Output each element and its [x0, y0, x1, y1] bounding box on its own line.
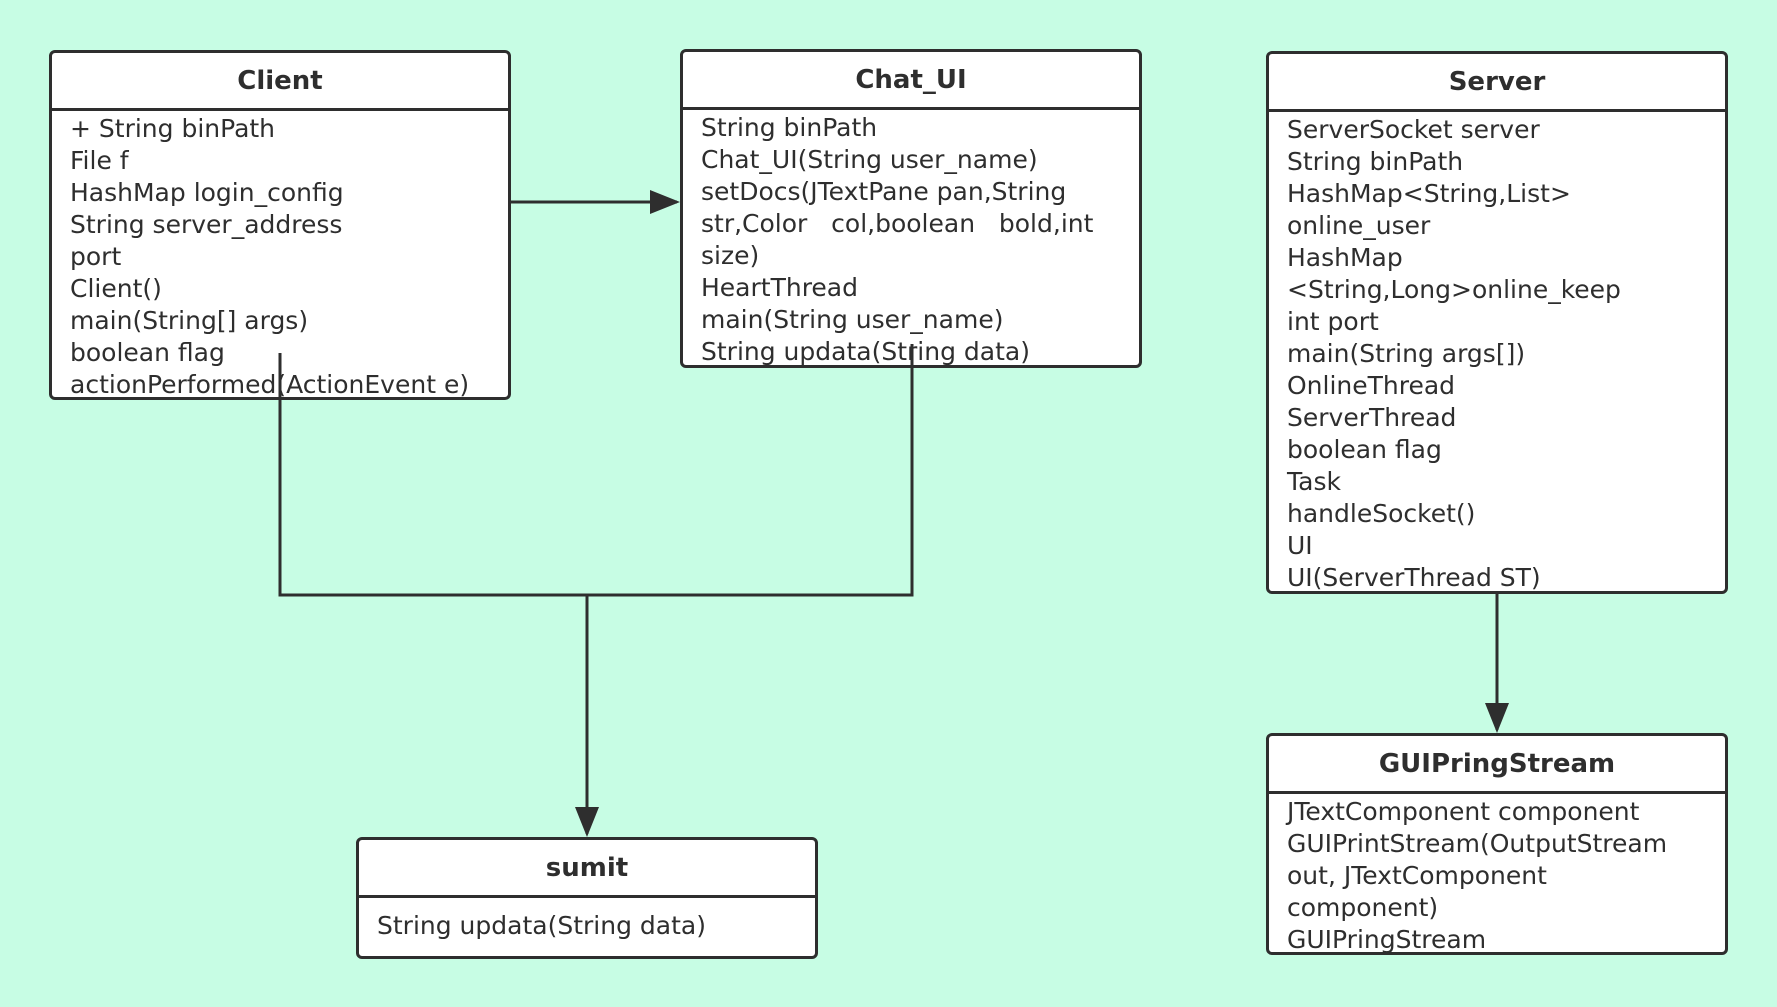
chat-ui-to-sumit-line [587, 344, 914, 597]
class-client[interactable]: Client + String binPath File f HashMap l… [49, 50, 511, 400]
class-member: HeartThread [701, 273, 858, 302]
class-member: port [70, 242, 122, 271]
class-member: String binPath [1287, 147, 1464, 176]
class-sumit-name: sumit [359, 840, 815, 898]
class-chat-ui-members: String binPath Chat_UI(String user_name)… [683, 110, 1139, 368]
class-member: main(String[] args) [70, 306, 309, 335]
class-member: Chat_UI(String user_name) [701, 145, 1038, 174]
class-member: + String binPath [70, 114, 276, 143]
class-chat-ui[interactable]: Chat_UI String binPath Chat_UI(String us… [680, 49, 1142, 368]
class-member: JTextComponent component [1287, 797, 1640, 826]
class-member: GUIPrintStream(OutputStream [1287, 829, 1668, 858]
class-member: HashMap<String,List> [1287, 179, 1571, 208]
class-member: Client() [70, 274, 162, 303]
class-member: OnlineThread [1287, 371, 1456, 400]
class-member: ServerThread [1287, 403, 1457, 432]
class-client-members: + String binPath File f HashMap login_co… [52, 111, 508, 401]
class-member: actionPerformed(ActionEvent e) [70, 370, 470, 399]
class-member: UI [1287, 531, 1313, 560]
class-member: String binPath [701, 113, 878, 142]
class-member: String server_address [70, 210, 343, 239]
class-chat-ui-name: Chat_UI [683, 52, 1139, 110]
class-member: online_user [1287, 211, 1431, 240]
class-member: handleSocket() [1287, 499, 1476, 528]
class-member: ServerSocket server [1287, 115, 1540, 144]
class-sumit[interactable]: sumit String updata(String data) [356, 837, 818, 959]
class-member: boolean flag [1287, 435, 1442, 464]
class-server-name: Server [1269, 54, 1725, 112]
class-member: main(String args[]) [1287, 339, 1526, 368]
class-member: str,Color col,boolean bold,int [701, 209, 1094, 238]
class-member: UI(ServerThread ST) [1287, 563, 1541, 592]
class-member: String updata(String data) [377, 911, 706, 940]
class-member: HashMap login_config [70, 178, 344, 207]
client-to-sumit-line [278, 353, 587, 597]
class-server[interactable]: Server ServerSocket server String binPat… [1266, 51, 1728, 594]
class-client-name: Client [52, 53, 508, 111]
class-member: File f [70, 146, 129, 175]
class-member: HashMap [1287, 243, 1403, 272]
class-member: Task [1287, 467, 1341, 496]
class-member: size) [701, 241, 760, 270]
class-member: String updata(String data) [701, 337, 1030, 366]
class-member: setDocs(JTextPane pan,String [701, 177, 1067, 206]
class-guipringstream-name: GUIPringStream [1269, 736, 1725, 794]
class-sumit-members: String updata(String data) [359, 898, 815, 942]
class-server-members: ServerSocket server String binPath HashM… [1269, 112, 1725, 594]
class-member: int port [1287, 307, 1379, 336]
class-member: main(String user_name) [701, 305, 1004, 334]
class-member: out, JTextComponent [1287, 861, 1547, 890]
class-member: boolean flag [70, 338, 225, 367]
class-guipringstream-members: JTextComponent component GUIPrintStream(… [1269, 794, 1725, 956]
class-member: component) [1287, 893, 1439, 922]
class-guipringstream[interactable]: GUIPringStream JTextComponent component … [1266, 733, 1728, 955]
class-member: <String,Long>online_keep [1287, 275, 1621, 304]
class-member: GUIPringStream [1287, 925, 1487, 954]
